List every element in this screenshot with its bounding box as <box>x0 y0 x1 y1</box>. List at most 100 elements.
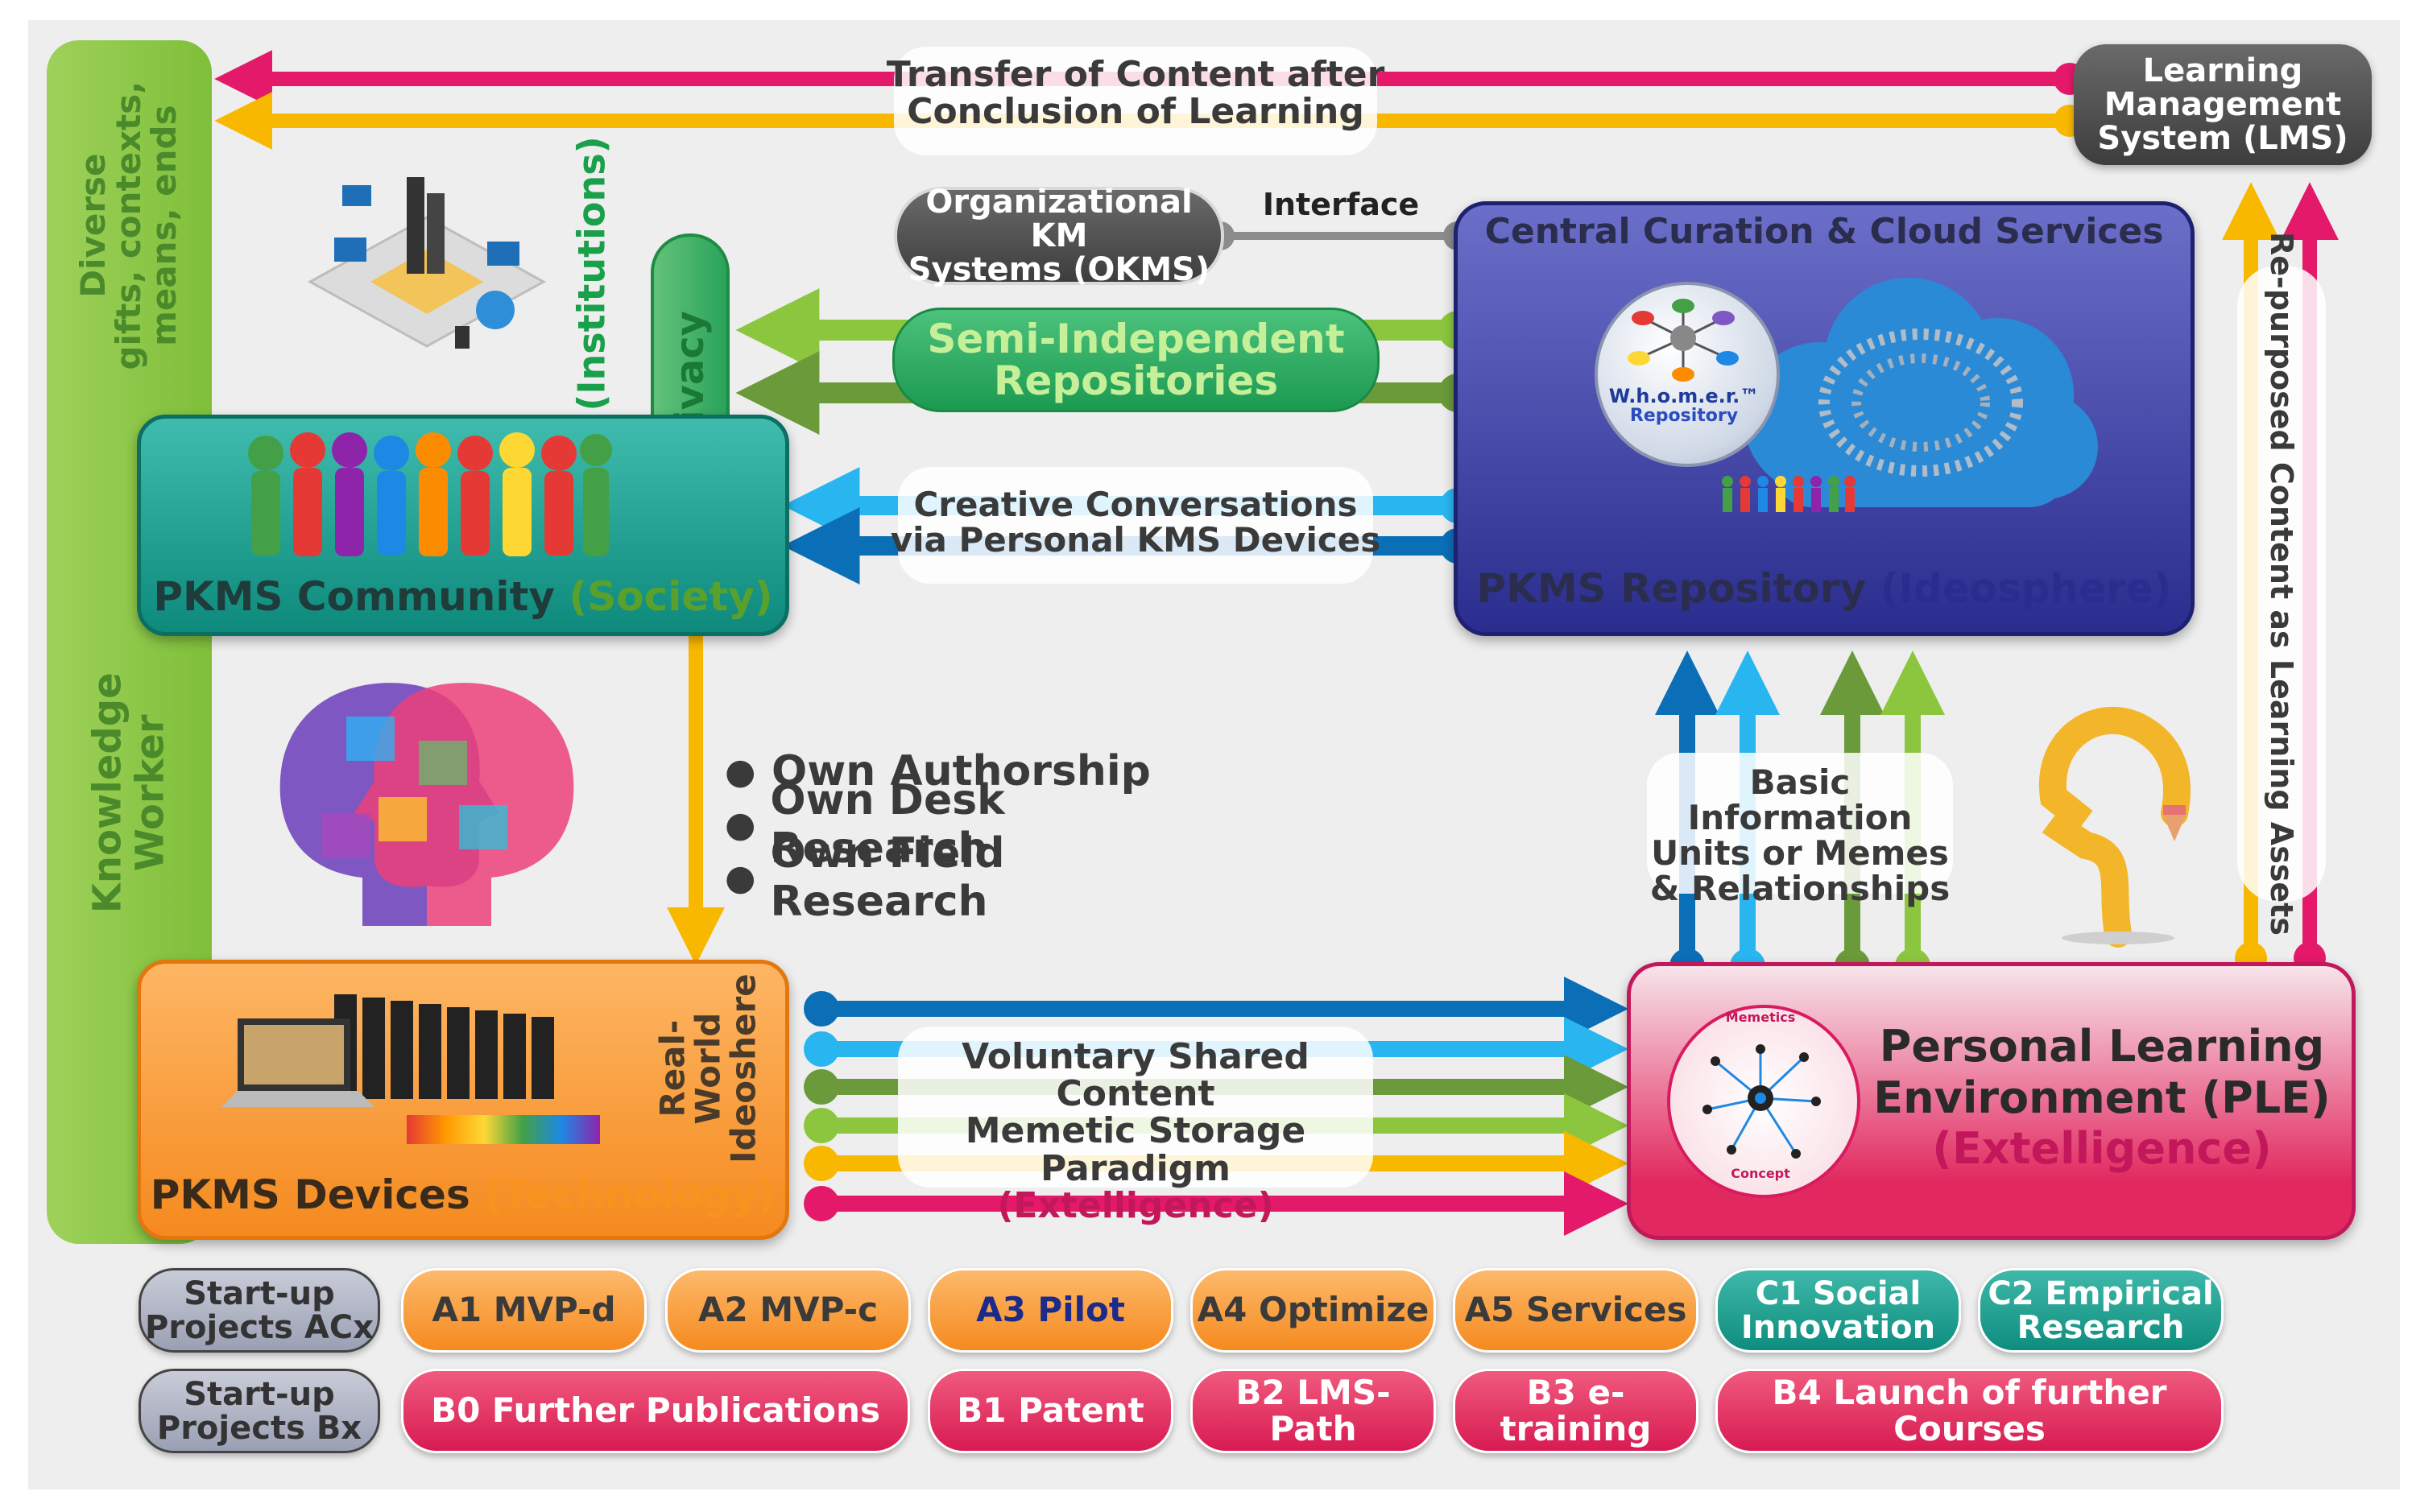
real-world-line3: Ideoshere <box>724 973 764 1164</box>
voluntary-label: Voluntary Shared Content Memetic Storage… <box>886 1036 1385 1226</box>
transfer-label: Transfer of Content after Conclusion of … <box>878 56 1393 130</box>
bullet-desk-research: Own Desk Research <box>770 776 1005 873</box>
project-c1-social-innovation[interactable]: C1 Social Innovation <box>1715 1268 1961 1353</box>
transfer-line2: Conclusion of Learning <box>907 91 1364 133</box>
memetics-network-icon <box>1667 1005 1854 1192</box>
memetics-concept-icon <box>1667 1005 1860 1198</box>
voluntary-line3: (Extelligence) <box>997 1184 1274 1226</box>
community-caption-accent: (Society) <box>569 573 773 620</box>
basic-info-line2: Units or Memes <box>1651 833 1949 874</box>
real-world-line2: World <box>688 1013 728 1125</box>
ple-line2: Environment (PLE) <box>1873 1072 2331 1123</box>
okms-box: Organizational KM Systems (OKMS) <box>894 184 1224 287</box>
lms-line1: Learning <box>2142 52 2303 89</box>
semi-independent-box: Semi-Independent Repositories <box>892 308 1380 412</box>
conversations-bg <box>898 467 1373 584</box>
devices-caption-accent: (Technology) <box>484 1171 776 1218</box>
project-b4-launch-courses[interactable]: B4 Launch of further Courses <box>1715 1369 2224 1453</box>
real-world-label: Real- World Ideoshere <box>652 973 764 1164</box>
network-puzzle-illustration <box>294 161 560 370</box>
project-a2-mvp-c[interactable]: A2 MVP-c <box>665 1268 911 1353</box>
repurposed-label: Re-purposed Content as Learning Assets <box>2264 232 2300 936</box>
startup-projects-acx-label: Start-up Projects ACx <box>139 1268 380 1353</box>
conversations-line2: via Personal KMS Devices <box>890 520 1381 560</box>
institutions-label: (Institutions) <box>570 136 614 411</box>
devices-caption-main: PKMS Devices <box>150 1171 470 1218</box>
whomer-line2: Repository <box>1629 406 1739 427</box>
real-world-label-wrap: Real- World Ideoshere <box>636 970 781 1167</box>
knowledge-worker-label: Knowledge Worker <box>60 660 197 926</box>
c2-line2: Research <box>2017 1308 2185 1346</box>
project-b1-patent[interactable]: B1 Patent <box>928 1369 1173 1453</box>
semi-line1: Semi-Independent <box>927 315 1345 362</box>
voluntary-bg <box>898 1027 1373 1188</box>
diverse-text: Diverse <box>72 153 113 298</box>
institutions-label-wrap: (Institutions) <box>556 129 628 419</box>
ple-line3: (Extelligence) <box>1932 1123 2272 1175</box>
startup-bx-line1: Start-up <box>184 1375 335 1413</box>
whomer-line1: W.h.o.m.e.r.™ <box>1608 385 1760 407</box>
devices-caption: PKMS Devices (Technology) <box>137 1174 789 1217</box>
repository-people-icon <box>1719 473 1856 514</box>
ple-label: Personal Learning Environment (PLE) (Ext… <box>1860 1021 2344 1175</box>
project-b0-further-publications[interactable]: B0 Further Publications <box>401 1369 910 1453</box>
startup-bx-line2: Projects Bx <box>156 1409 362 1447</box>
knowledge-text: Knowledge <box>85 672 130 914</box>
devices-illustration <box>221 986 616 1147</box>
bullet-authorship: Own Authorship <box>772 747 1151 795</box>
transfer-label-bg <box>894 47 1377 155</box>
okms-line1: Organizational KM <box>925 184 1193 254</box>
ple-line1: Personal Learning <box>1879 1021 2325 1072</box>
project-a3-pilot[interactable]: A3 Pilot <box>928 1268 1173 1353</box>
repository-title: Central Curation & Cloud Services <box>1484 211 2164 252</box>
c2-line1: C2 Empirical <box>1988 1274 2214 1312</box>
project-b3-e-training[interactable]: B3 e-training <box>1453 1369 1698 1453</box>
c1-line2: Innovation <box>1740 1308 1936 1346</box>
whomer-nodes-icon <box>1619 294 1748 382</box>
basic-info-bg <box>1647 753 1953 894</box>
bullet-field-research: Own Field Research <box>770 829 1005 926</box>
basic-info-line3: & Relationships <box>1649 869 1951 909</box>
conversations-line1: Creative Conversations <box>913 485 1358 524</box>
puzzle-heads-illustration <box>258 668 596 934</box>
authorship-bullets: ●Own Authorship ●Own Desk Research ●Own … <box>725 745 1224 926</box>
repurposed-label-wrap: Re-purposed Content as Learning Assets <box>2237 232 2326 936</box>
c1-line1: C1 Social <box>1755 1274 1922 1312</box>
startup-acx-line1: Start-up <box>184 1274 335 1312</box>
bullet-item: ●Own Field Research <box>725 829 1224 926</box>
community-caption: PKMS Community (Society) <box>137 576 789 618</box>
startup-projects-bx-label: Start-up Projects Bx <box>139 1369 380 1453</box>
lms-box: Learning Management System (LMS) <box>2074 44 2372 165</box>
real-world-line1: Real- <box>652 1020 693 1117</box>
cloud-icon <box>1723 266 2102 523</box>
bullet-item: ●Own Authorship <box>725 747 1151 795</box>
voluntary-line1: Voluntary Shared Content <box>962 1036 1309 1115</box>
project-a4-optimize[interactable]: A4 Optimize <box>1190 1268 1436 1353</box>
worker-text: Worker <box>127 714 172 872</box>
basic-info-line1: Basic Information <box>1687 762 1913 838</box>
lms-line3: System (LMS) <box>2097 120 2348 157</box>
repository-caption-accent: (Ideosphere) <box>1880 565 2172 612</box>
bullet-item: ●Own Desk Research <box>725 776 1224 873</box>
project-c2-empirical-research[interactable]: C2 Empirical Research <box>1978 1268 2224 1353</box>
knowledge-worker-top-label: Diverse gifts, contexts, means, ends <box>60 81 197 370</box>
whomer-label: W.h.o.m.e.r.™ Repository <box>1595 386 1773 425</box>
project-a1-mvp-d[interactable]: A1 MVP-d <box>401 1268 647 1353</box>
community-caption-main: PKMS Community <box>153 573 555 620</box>
basic-info-label: Basic Information Units or Memes & Relat… <box>1639 762 1961 909</box>
lms-line2: Management <box>2104 86 2342 123</box>
repository-caption-main: PKMS Repository <box>1476 565 1867 612</box>
startup-acx-line2: Projects ACx <box>144 1308 374 1346</box>
project-a5-services[interactable]: A5 Services <box>1453 1268 1698 1353</box>
concept-label: Concept <box>1731 1166 1790 1181</box>
voluntary-line2: Memetic Storage Paradigm <box>965 1110 1306 1189</box>
repository-caption: PKMS Repository (Ideosphere) <box>1454 568 2195 610</box>
memetics-label: Memetics <box>1725 1010 1796 1025</box>
pencil-head-illustration <box>1997 692 2199 950</box>
interface-label: Interface <box>1262 187 1420 222</box>
means-text: means, ends <box>144 105 184 346</box>
transfer-line1: Transfer of Content after <box>886 54 1385 95</box>
semi-line2: Repositories <box>993 357 1279 404</box>
community-people-icon <box>242 431 612 560</box>
project-b2-lms-path[interactable]: B2 LMS-Path <box>1190 1369 1436 1453</box>
